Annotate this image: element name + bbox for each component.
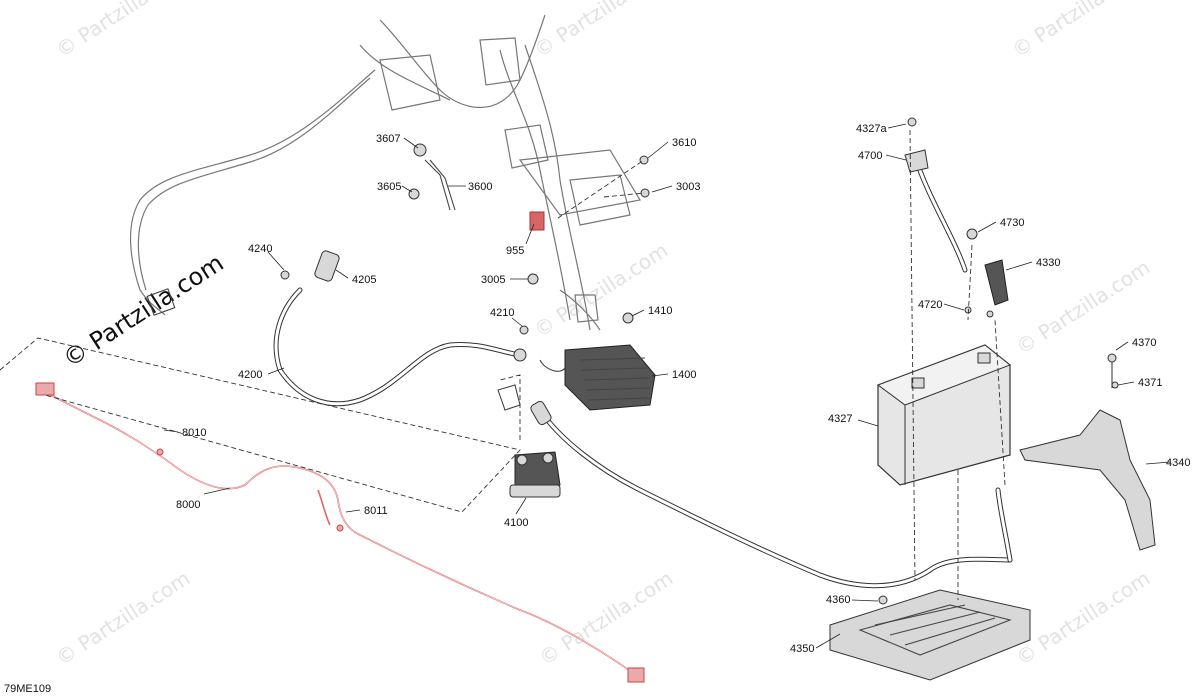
callout-4327a: 4327a (856, 123, 887, 135)
callout-4340: 4340 (1166, 457, 1190, 469)
callout-4371: 4371 (1138, 377, 1162, 389)
callout-3005: 3005 (481, 274, 505, 286)
diagram-code: 79ME109 (4, 683, 51, 695)
negative-cable-4700 (904, 117, 1009, 318)
callout-3610: 3610 (672, 137, 696, 149)
leader-lines (163, 123, 1171, 649)
callout-labels: 3607 3610 3605 3600 3003 955 4240 4205 3… (176, 123, 1190, 655)
callout-3003: 3003 (676, 181, 700, 193)
callout-4700: 4700 (858, 150, 882, 162)
callout-4100: 4100 (504, 517, 528, 529)
callout-4205: 4205 (352, 274, 376, 286)
callout-1400: 1400 (672, 369, 696, 381)
partzilla-watermark: © Partzilla.com (58, 249, 229, 373)
accessory-harness-8000 (35, 382, 645, 683)
callout-8000: 8000 (176, 499, 200, 511)
watermark-text: © Partzilla.com (52, 566, 195, 670)
callout-8010: 8010 (182, 427, 206, 439)
callout-4327: 4327 (828, 413, 852, 425)
watermark-layer: © Partzilla © Partzilla © Partzilla © Pa… (52, 0, 1155, 670)
vehicle-frame (130, 14, 641, 331)
callout-3605: 3605 (377, 181, 401, 193)
callout-4330: 4330 (1036, 257, 1060, 269)
callout-955: 955 (506, 245, 524, 257)
dashed-assembly-lines (0, 129, 1006, 600)
callout-4210: 4210 (490, 307, 514, 319)
battery-tray-4350 (829, 589, 1031, 681)
callout-4720: 4720 (918, 299, 942, 311)
relay-955-highlight (529, 211, 545, 231)
positive-cable-4200 (273, 250, 527, 407)
watermark-text: © Partzilla.com (1012, 566, 1155, 670)
callout-3607: 3607 (376, 133, 400, 145)
bracket-4340 (1019, 353, 1156, 551)
callout-8011: 8011 (364, 505, 388, 517)
watermark-text: © Partzilla (52, 0, 153, 62)
callout-4730: 4730 (1000, 217, 1024, 229)
watermark-text: © Partzilla.com (530, 238, 673, 342)
callout-4360: 4360 (826, 594, 850, 606)
callout-4370: 4370 (1132, 337, 1156, 349)
callout-4350: 4350 (790, 643, 814, 655)
battery-4327 (876, 344, 1011, 486)
voltage-regulator-1400 (539, 312, 656, 411)
starter-solenoid-4100 (497, 325, 1013, 589)
callout-4240: 4240 (248, 243, 272, 255)
fasteners-top (408, 143, 650, 285)
watermark-text: © Partzilla (1008, 0, 1109, 62)
callout-3600: 3600 (468, 181, 492, 193)
callout-1410: 1410 (648, 305, 672, 317)
callout-4200: 4200 (238, 369, 262, 381)
watermark-text: © Partzilla (530, 0, 631, 62)
